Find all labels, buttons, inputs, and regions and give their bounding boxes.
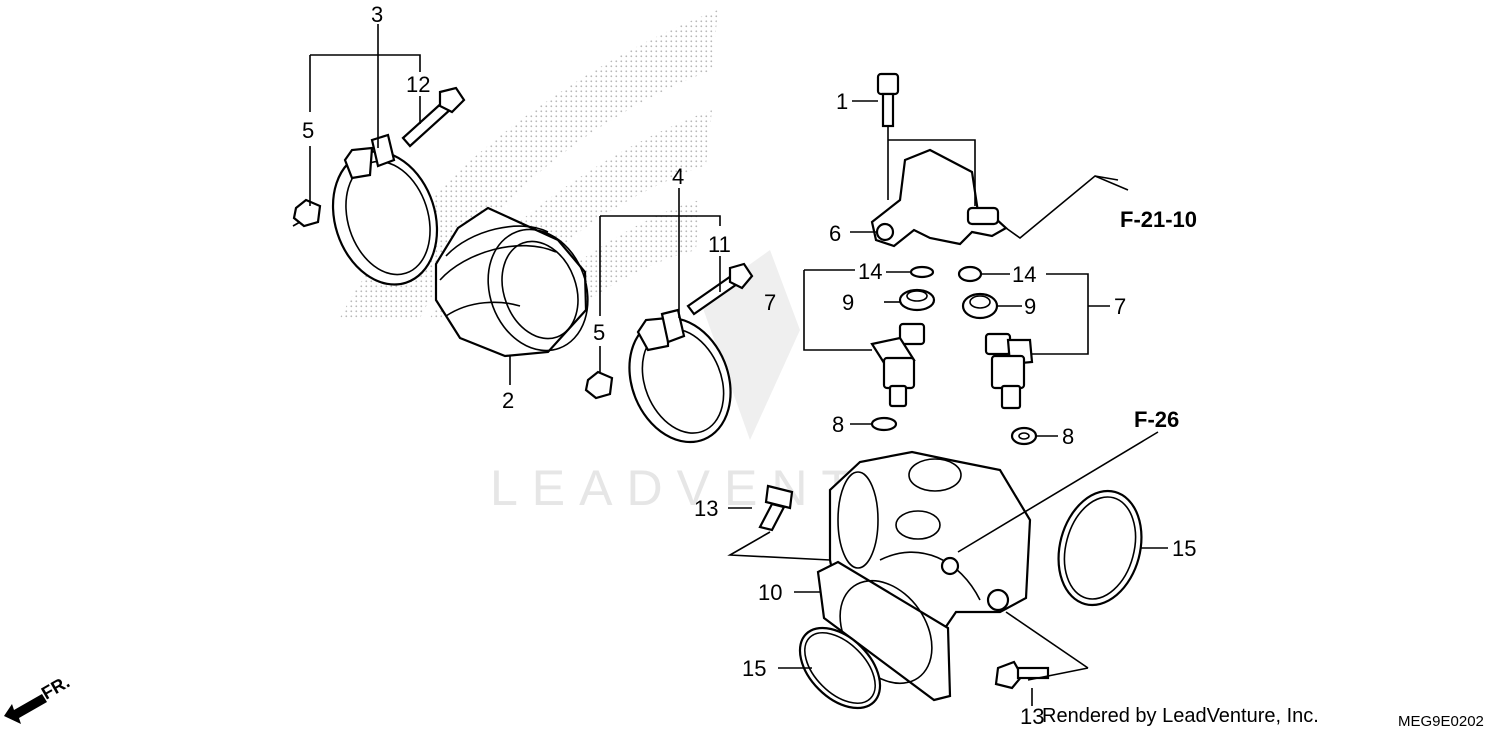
clamp-nut-5-left <box>292 198 322 228</box>
callout-7-right: 7 <box>1114 294 1126 319</box>
screw-13-lower <box>994 660 1050 690</box>
front-direction-marker: FR. <box>4 672 73 724</box>
intake-boot <box>434 206 589 358</box>
fuel-injector-right <box>984 332 1034 410</box>
callout-10: 10 <box>758 580 782 605</box>
callout-5-left: 5 <box>302 118 314 143</box>
o-ring-15-right <box>1057 489 1143 607</box>
band-clamp-lower <box>628 308 732 444</box>
callout-14-right: 14 <box>1012 262 1036 287</box>
callout-7-left: 7 <box>764 290 776 315</box>
callout-8-right: 8 <box>1062 424 1074 449</box>
fuel-joint-bolt-1 <box>876 72 900 128</box>
diagram-code: MEG9E0202 <box>1398 713 1484 730</box>
injector-cushion-9-right <box>961 292 999 320</box>
clamp-bolt-11 <box>686 262 754 316</box>
fuel-injector-left <box>870 322 926 408</box>
injector-cushion-9-left <box>898 288 936 312</box>
clamp-nut-5-right <box>584 370 614 400</box>
callout-9-left: 9 <box>842 290 854 315</box>
callout-4: 4 <box>672 164 684 189</box>
callout-11: 11 <box>708 232 731 257</box>
o-ring-15-lower <box>798 626 882 710</box>
callout-13-upper: 13 <box>694 496 718 521</box>
callout-14-left: 14 <box>858 259 882 284</box>
callout-15-lower: 15 <box>742 656 766 681</box>
callout-9-right: 9 <box>1024 294 1036 319</box>
clamp-bolt-12 <box>401 86 466 148</box>
callout-8-left: 8 <box>832 412 844 437</box>
screw-13-upper <box>758 484 794 532</box>
band-clamp-upper <box>331 133 439 286</box>
ref-throttle-body: F-26 <box>1134 407 1179 432</box>
leader-lines <box>292 24 1168 706</box>
callout-12: 12 <box>406 72 430 97</box>
callout-5-right: 5 <box>593 320 605 345</box>
callout-1: 1 <box>836 89 848 114</box>
injector-seal-8-right <box>1010 426 1038 446</box>
injector-seal-8-left <box>870 416 898 432</box>
rendered-by-credit: Rendered by LeadVenture, Inc. <box>1042 705 1319 727</box>
callout-2: 2 <box>502 388 514 413</box>
callout-13-lower: 13 <box>1020 704 1044 729</box>
fuel-joint <box>870 148 1008 248</box>
callout-labels: 3 12 5 2 4 11 5 1 6 F-21-10 14 7 9 8 14 … <box>302 2 1197 729</box>
callout-3: 3 <box>371 2 383 27</box>
callout-6: 6 <box>829 221 841 246</box>
callout-15-right: 15 <box>1172 536 1196 561</box>
ref-fuel-system: F-21-10 <box>1120 207 1197 232</box>
injector-o-ring-14-right <box>957 265 983 283</box>
injector-o-ring-14-left <box>909 265 935 279</box>
